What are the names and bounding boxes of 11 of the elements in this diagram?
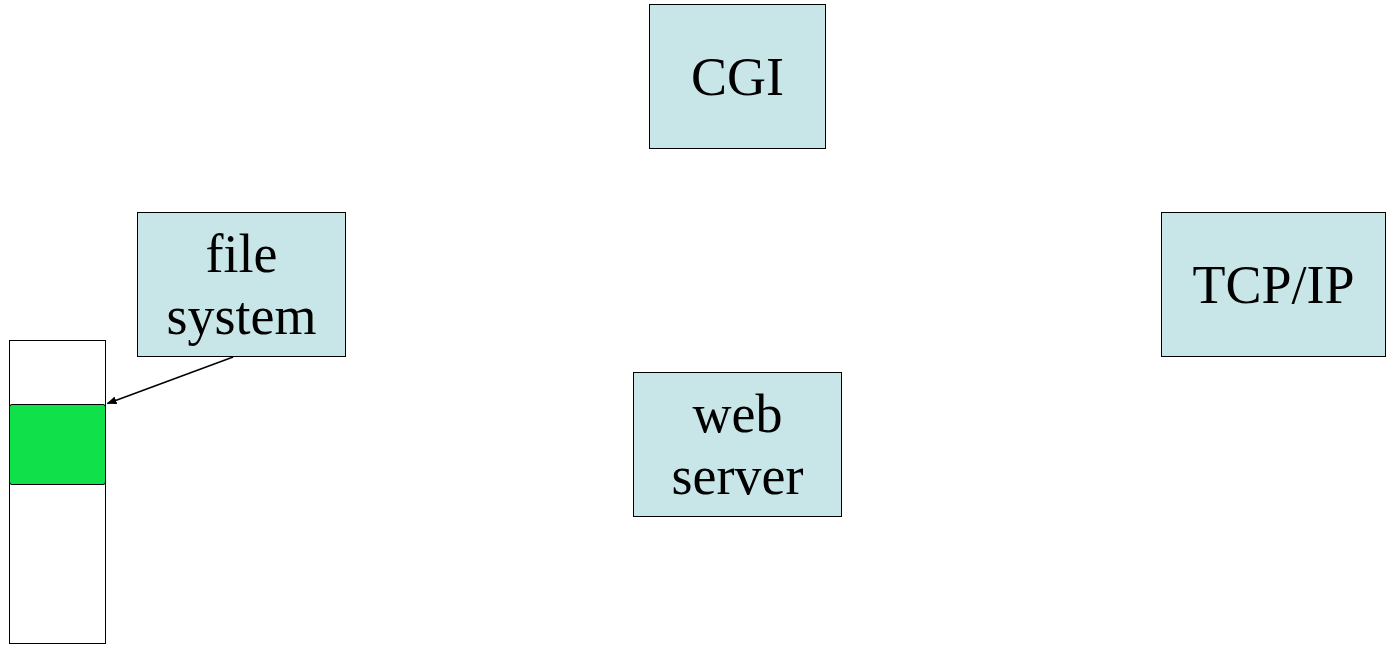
box-label: CGI (691, 45, 784, 108)
box-label: file system (165, 222, 318, 347)
process-box (633, 372, 842, 517)
highlighted-block (8, 403, 106, 485)
box-label: web server (670, 382, 805, 507)
box-label: TCP/IP (1192, 253, 1355, 316)
process-box (649, 4, 826, 149)
storage-column (9, 340, 106, 644)
process-box (137, 212, 346, 357)
arrow (106, 356, 234, 405)
process-box (1161, 212, 1386, 357)
